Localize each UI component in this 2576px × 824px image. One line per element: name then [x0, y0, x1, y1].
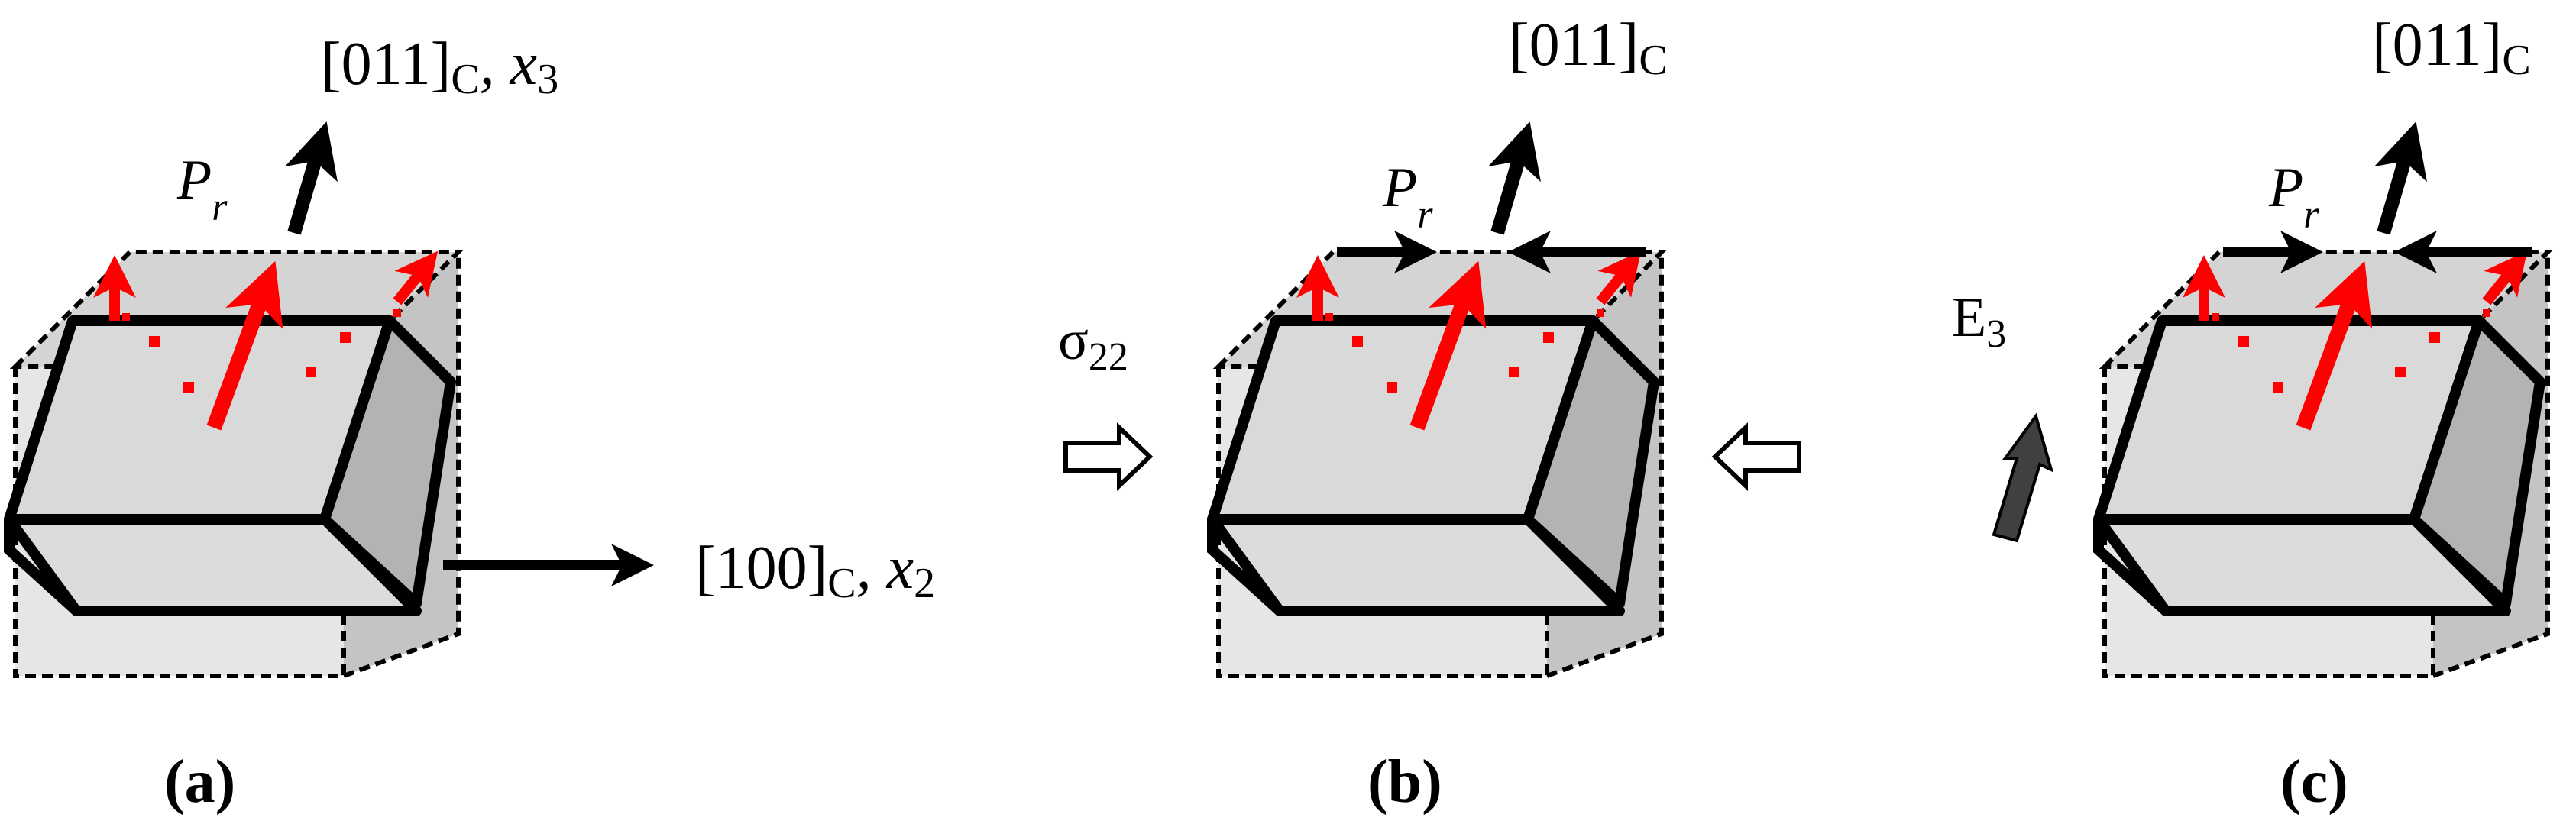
pr-label-a: Pr [176, 149, 228, 229]
pr-label-c: Pr [2268, 157, 2319, 237]
field-label: E3 [1952, 286, 2006, 356]
panel-c [2099, 141, 2548, 676]
caption-c: (c) [2280, 748, 2348, 816]
stress-arrow-left [1063, 422, 1154, 491]
crystal-cube-b [1212, 141, 1662, 676]
axis-top-label-c: [011]C [2372, 11, 2531, 84]
axis-right-label: [100]C, x2 [695, 535, 935, 607]
caption-b: (b) [1367, 748, 1442, 816]
field-arrow [1992, 412, 2054, 543]
stress-arrow-right [1711, 422, 1801, 491]
caption-a: (a) [164, 748, 235, 816]
panel-a [9, 141, 654, 676]
stress-label: σ22 [1058, 309, 1128, 379]
pr-label-b: Pr [1382, 157, 1433, 237]
panel-b [1212, 141, 1662, 676]
axis-top-label-a: [011]C, x3 [321, 31, 558, 103]
crystal-cube-a [9, 141, 458, 676]
crystal-cube-c [2099, 141, 2548, 676]
axis-top-label-b: [011]C [1509, 11, 1668, 84]
